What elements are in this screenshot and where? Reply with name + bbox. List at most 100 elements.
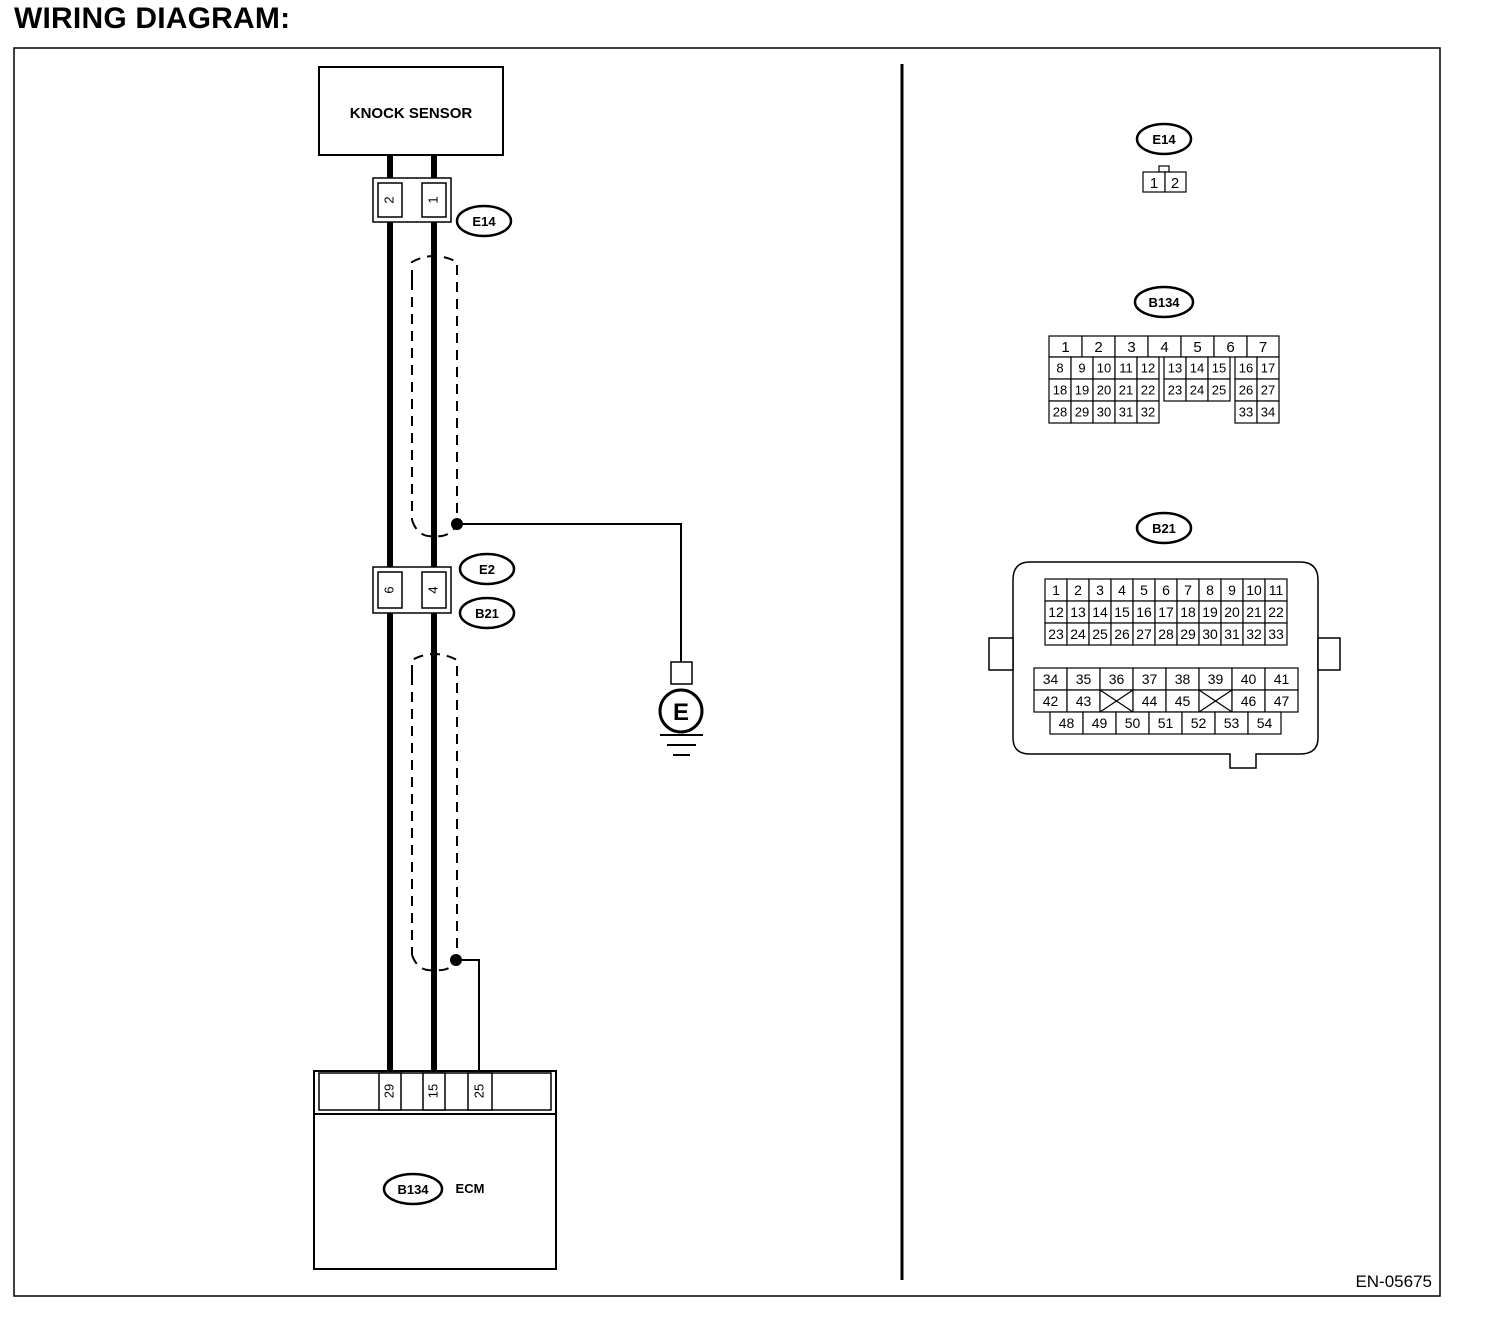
connector-pin-number: 23 xyxy=(1048,626,1064,642)
connector-pin-number: 29 xyxy=(1075,405,1089,420)
connector-pin-number: 17 xyxy=(1158,604,1174,620)
connector-pin-number: 17 xyxy=(1261,361,1275,376)
connector-pin-number: 21 xyxy=(1119,383,1133,398)
knock-sensor-box: KNOCK SENSOR xyxy=(318,66,504,156)
connector-pin-number: 15 xyxy=(1114,604,1130,620)
connector-pin-number: 10 xyxy=(1246,582,1262,598)
connector-pin-number: 14 xyxy=(1092,604,1108,620)
blocked-cavity-mark xyxy=(1099,689,1134,713)
ecm-label: ECM xyxy=(456,1181,485,1196)
connector-pin-number: 29 xyxy=(1180,626,1196,642)
connector-pin-number: 24 xyxy=(1190,383,1204,398)
connector-pin-number: 34 xyxy=(1261,405,1275,420)
connector-pin-number: 43 xyxy=(1076,693,1092,709)
connector-pin-number: 9 xyxy=(1078,361,1085,376)
connector-pin-number: 6 xyxy=(1226,339,1234,356)
connector-pin-cell xyxy=(1264,622,1288,646)
connector-pin-number: 32 xyxy=(1246,626,1262,642)
connector-view-e14: E14 1 2 xyxy=(1135,122,1193,193)
page-title: WIRING DIAGRAM: xyxy=(14,2,291,35)
connector-pin-number: 5 xyxy=(1193,339,1201,356)
connector-pin-number: 14 xyxy=(1190,361,1204,376)
connector-pin-number: 16 xyxy=(1239,361,1253,376)
svg-text:B21: B21 xyxy=(1152,521,1176,536)
connector-pin-number: 18 xyxy=(1180,604,1196,620)
connector-pin-number: 19 xyxy=(1202,604,1218,620)
ecm-pin-label: 29 xyxy=(381,1084,396,1098)
svg-text:B21: B21 xyxy=(475,606,499,621)
svg-text:1: 1 xyxy=(1150,175,1158,192)
connector-pin-number: 3 xyxy=(1096,582,1104,598)
connector-pin-number: 54 xyxy=(1257,715,1273,731)
connector-pin-number: 36 xyxy=(1109,671,1125,687)
connector-e2-b21-inline: 6 4 xyxy=(372,566,452,614)
ecm-connector-label: B134 xyxy=(397,1182,429,1197)
connector-pin-number: 10 xyxy=(1097,361,1111,376)
connector-pin-number: 12 xyxy=(1141,361,1155,376)
connector-pin-number: 47 xyxy=(1274,693,1290,709)
connector-pin-number: 20 xyxy=(1224,604,1240,620)
connector-pin-number: 20 xyxy=(1097,383,1111,398)
connector-pin-number: 18 xyxy=(1053,383,1067,398)
connector-pin-number: 50 xyxy=(1125,715,1141,731)
connector-pin-number: 30 xyxy=(1097,405,1111,420)
connector-pin-number: 41 xyxy=(1274,671,1290,687)
connector-pin-number: 15 xyxy=(1212,361,1226,376)
connector-pin-cell xyxy=(1207,378,1231,402)
connector-pin-number: 52 xyxy=(1191,715,1207,731)
figure-code: EN-05675 xyxy=(1355,1272,1432,1291)
connector-pin-number: 4 xyxy=(1160,339,1168,356)
connector-pin-number: 46 xyxy=(1241,693,1257,709)
connector-pin-number: 2 xyxy=(1074,582,1082,598)
connector-pin-number: 42 xyxy=(1043,693,1059,709)
ground-label: E xyxy=(673,699,689,726)
connector-pin-number: 5 xyxy=(1140,582,1148,598)
connector-badge-e2: E2 xyxy=(458,552,516,586)
shield-drain-wire xyxy=(456,959,480,1072)
connector-pin-number: 8 xyxy=(1056,361,1063,376)
connector-pin-number: 1 xyxy=(1052,582,1060,598)
connector-pin-number: 7 xyxy=(1184,582,1192,598)
ecm-pin-label: 25 xyxy=(471,1084,486,1098)
connector-pin-number: 26 xyxy=(1239,383,1253,398)
knock-sensor-label: KNOCK SENSOR xyxy=(350,105,473,122)
connector-pin-number: 9 xyxy=(1228,582,1236,598)
connector-pin-number: 22 xyxy=(1141,383,1155,398)
connector-pin-cell xyxy=(1136,400,1160,424)
connector-pin-number: 13 xyxy=(1070,604,1086,620)
svg-text:E2: E2 xyxy=(479,562,495,577)
shield-lower xyxy=(411,653,458,972)
connector-pin-number: 4 xyxy=(1118,582,1126,598)
connector-pin-number: 31 xyxy=(1224,626,1240,642)
connector-badge-e14: E14 xyxy=(455,204,513,238)
svg-text:E14: E14 xyxy=(472,214,496,229)
ground-symbol: E xyxy=(658,661,704,756)
ground-wire xyxy=(457,523,682,662)
connector-pin-number: 19 xyxy=(1075,383,1089,398)
connector-pin-number: 7 xyxy=(1259,339,1267,356)
connector-pin-number: 49 xyxy=(1092,715,1108,731)
connector-pin-number: 48 xyxy=(1059,715,1075,731)
connector-pin-number: 27 xyxy=(1261,383,1275,398)
connector-pin-number: 39 xyxy=(1208,671,1224,687)
svg-text:E14: E14 xyxy=(1152,132,1176,147)
joint-pin-label: 6 xyxy=(381,586,396,593)
shield-upper xyxy=(411,255,458,538)
connector-e14-inline: 2 1 xyxy=(372,177,452,223)
connector-pin-number: 8 xyxy=(1206,582,1214,598)
connector-pin-cell xyxy=(1247,711,1282,735)
e14-pin-label: 1 xyxy=(425,196,440,203)
connector-pin-number: 16 xyxy=(1136,604,1152,620)
joint-pin-label: 4 xyxy=(425,586,440,593)
connector-pin-number: 32 xyxy=(1141,405,1155,420)
connector-pin-number: 27 xyxy=(1136,626,1152,642)
connector-pin-number: 21 xyxy=(1246,604,1262,620)
blocked-cavity-mark xyxy=(1198,689,1233,713)
connector-pin-number: 30 xyxy=(1202,626,1218,642)
connector-pin-number: 3 xyxy=(1127,339,1135,356)
connector-pin-number: 45 xyxy=(1175,693,1191,709)
connector-badge-b134-ecm xyxy=(382,1172,444,1206)
connector-pin-number: 34 xyxy=(1043,671,1059,687)
